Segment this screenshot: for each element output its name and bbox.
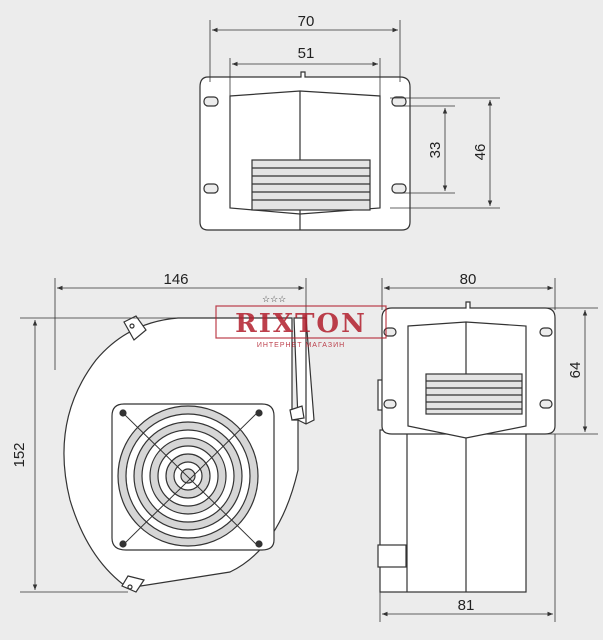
front-view-dimension-lines — [20, 278, 307, 593]
watermark-stars: ☆☆☆ — [262, 294, 286, 304]
front-view — [63, 315, 315, 593]
top-view — [199, 71, 411, 231]
dim-front-width: 146 — [163, 271, 188, 288]
dim-top-height: 46 — [472, 144, 489, 161]
dim-side-width: 80 — [460, 271, 477, 288]
watermark-brand: RIXTON — [235, 309, 367, 339]
side-view-motor-body — [379, 429, 527, 593]
side-view-dimension-lines — [379, 278, 598, 622]
side-view — [377, 301, 556, 593]
side-view-outlet — [425, 373, 523, 415]
dim-front-height: 152 — [11, 442, 28, 467]
dim-side-bottom-width: 81 — [458, 597, 475, 614]
top-view-dimension-lines — [209, 20, 500, 209]
rixton-watermark: ☆☆☆ RIXTON ИНТЕРНЕТ МАГАЗИН — [215, 294, 387, 349]
dim-top-width-inner: 51 — [298, 45, 315, 62]
dim-side-outlet-height: 64 — [567, 362, 584, 379]
watermark-tagline: ИНТЕРНЕТ МАГАЗИН — [257, 342, 345, 349]
dim-top-outlet-height: 33 — [427, 142, 444, 159]
dim-top-width-outer: 70 — [298, 13, 315, 30]
